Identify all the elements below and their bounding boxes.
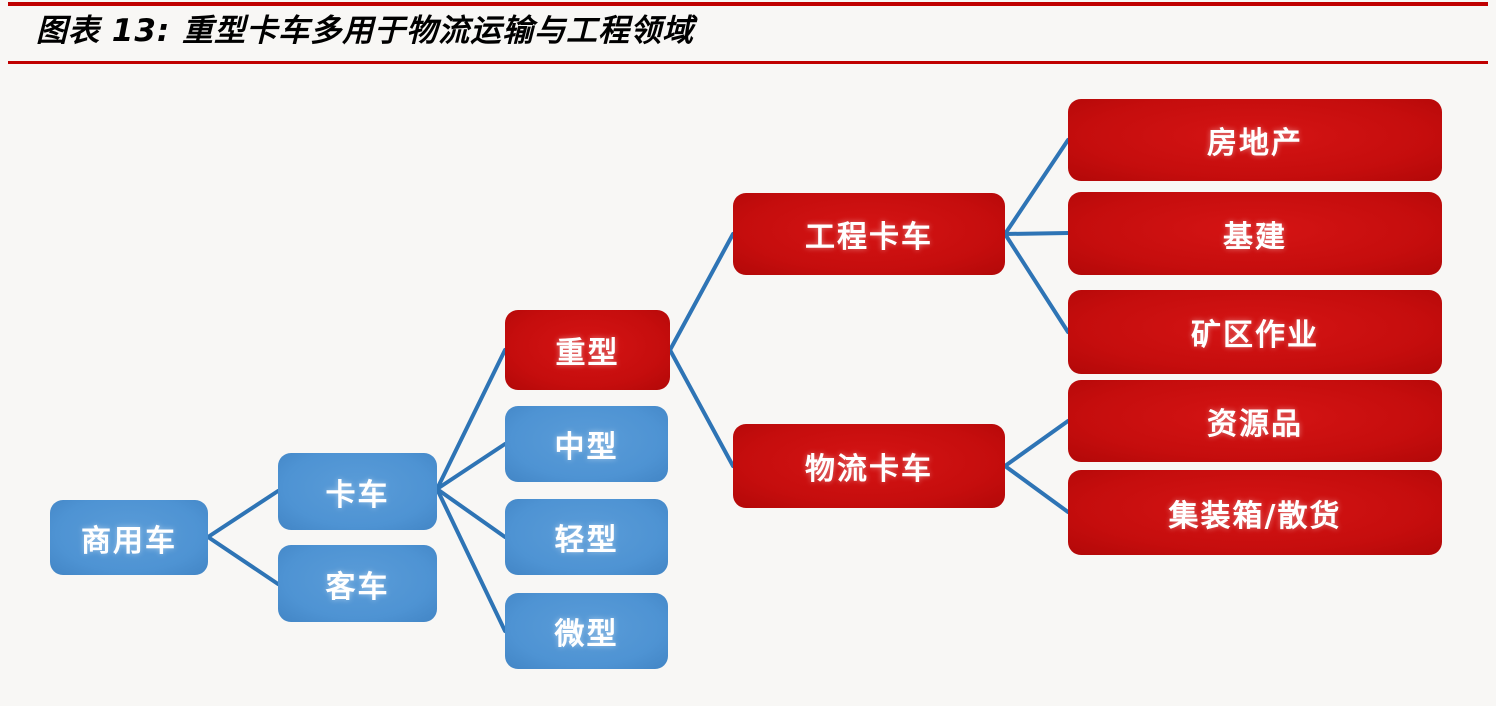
node-heavy: 重型 <box>505 310 670 390</box>
connector-engineering-truck--infrastructure <box>1003 231 1070 236</box>
node-commercial-vehicle: 商用车 <box>50 500 208 575</box>
connector-engineering-truck--mining-operations <box>1003 232 1070 334</box>
node-truck: 卡车 <box>278 453 437 530</box>
node-engineering-truck: 工程卡车 <box>733 193 1005 275</box>
node-container-bulk: 集装箱/散货 <box>1068 470 1442 555</box>
node-light: 轻型 <box>505 499 668 575</box>
node-resource-goods: 资源品 <box>1068 380 1442 462</box>
connector-logistics-truck--resource-goods <box>1003 419 1070 468</box>
node-mining-operations: 矿区作业 <box>1068 290 1442 374</box>
connector-truck--heavy <box>435 348 507 491</box>
node-bus: 客车 <box>278 545 437 622</box>
connector-engineering-truck--real-estate <box>1003 138 1070 236</box>
node-micro: 微型 <box>505 593 668 669</box>
node-logistics-truck: 物流卡车 <box>733 424 1005 508</box>
connector-truck--medium <box>435 442 507 491</box>
connector-commercial-vehicle--truck <box>206 489 280 539</box>
connector-commercial-vehicle--bus <box>206 535 280 586</box>
node-medium: 中型 <box>505 406 668 482</box>
node-real-estate: 房地产 <box>1068 99 1442 181</box>
connector-heavy--logistics-truck <box>668 348 735 468</box>
connector-logistics-truck--container-bulk <box>1003 464 1070 514</box>
node-infrastructure: 基建 <box>1068 192 1442 275</box>
figure-title: 图表 13: 重型卡车多用于物流运输与工程领域 <box>36 13 695 49</box>
connector-heavy--engineering-truck <box>668 232 735 352</box>
connector-truck--light <box>435 487 507 539</box>
connector-truck--micro <box>435 487 507 633</box>
top-rule-line <box>8 2 1488 6</box>
title-underline-rule <box>8 61 1488 64</box>
